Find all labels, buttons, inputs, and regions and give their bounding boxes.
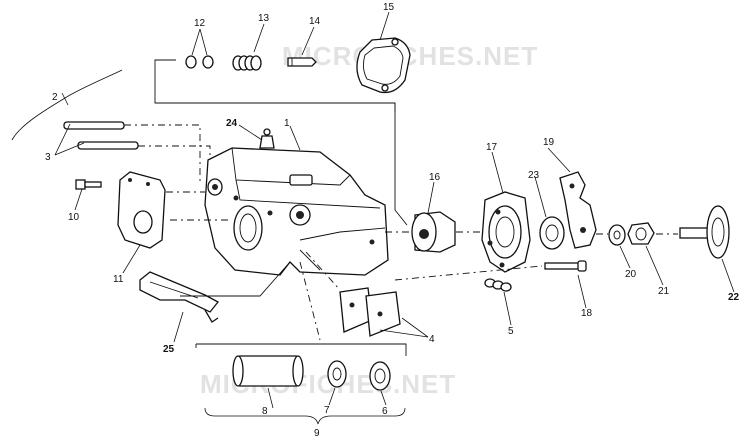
- o-ring-12: [185, 55, 214, 69]
- callout-9: 9: [314, 428, 320, 439]
- callout-11: 11: [113, 274, 124, 285]
- callout-4: 4: [429, 334, 435, 345]
- callout-10: 10: [68, 212, 80, 223]
- gasket-15: [356, 37, 411, 94]
- brake-pad-4b: [365, 291, 401, 337]
- callout-1: 1: [284, 118, 290, 129]
- callout-23: 23: [528, 170, 540, 181]
- callout-25: 25: [163, 344, 175, 355]
- piston-16: [411, 211, 456, 253]
- callout-labels: 1 2 3 4 5 6 7 8 9 10 11 12 13 14 15 16 1…: [45, 2, 740, 439]
- assembly-outline-line: [154, 59, 408, 226]
- washer-20: [608, 224, 626, 246]
- group-9-frame: [196, 343, 407, 356]
- washer-23: [539, 216, 565, 250]
- callout-3: 3: [45, 152, 51, 163]
- callout-8: 8: [262, 406, 268, 417]
- spring-clip-5: [484, 278, 512, 292]
- callout-21: 21: [658, 286, 670, 297]
- callout-16: 16: [429, 172, 441, 183]
- callout-20: 20: [625, 269, 637, 280]
- seal-6: [369, 361, 391, 391]
- callout-13: 13: [258, 13, 270, 24]
- bolt-22: [679, 205, 730, 259]
- plate-11: [117, 171, 166, 249]
- callout-15: 15: [383, 2, 395, 13]
- pin-3a: [63, 121, 125, 130]
- leader-lines: [54, 11, 735, 409]
- pin-3b: [77, 141, 139, 150]
- callout-22: 22: [728, 292, 740, 303]
- callout-18: 18: [581, 308, 593, 319]
- spring-13: [232, 55, 262, 71]
- pin-14: [287, 57, 317, 67]
- bleeder-valve-24: [259, 128, 275, 149]
- bracket-19: [559, 171, 597, 249]
- callout-5: 5: [508, 326, 514, 337]
- callout-12: 12: [194, 18, 206, 29]
- callout-24: 24: [226, 118, 238, 129]
- brace-9: [204, 407, 406, 425]
- bolt-18: [544, 260, 587, 272]
- housing-17: [481, 191, 531, 273]
- callout-7: 7: [324, 405, 330, 416]
- callout-6: 6: [382, 406, 388, 417]
- piston-8: [232, 355, 304, 387]
- caliper-body-1: [204, 147, 389, 276]
- brace-2: [11, 69, 123, 141]
- callout-2: 2: [52, 92, 58, 103]
- screw-10: [75, 179, 102, 190]
- seal-7: [327, 360, 347, 388]
- callout-17: 17: [486, 142, 498, 153]
- callout-14: 14: [309, 16, 321, 27]
- callout-19: 19: [543, 137, 555, 148]
- clip-25: [139, 271, 219, 323]
- nut-21: [627, 222, 655, 245]
